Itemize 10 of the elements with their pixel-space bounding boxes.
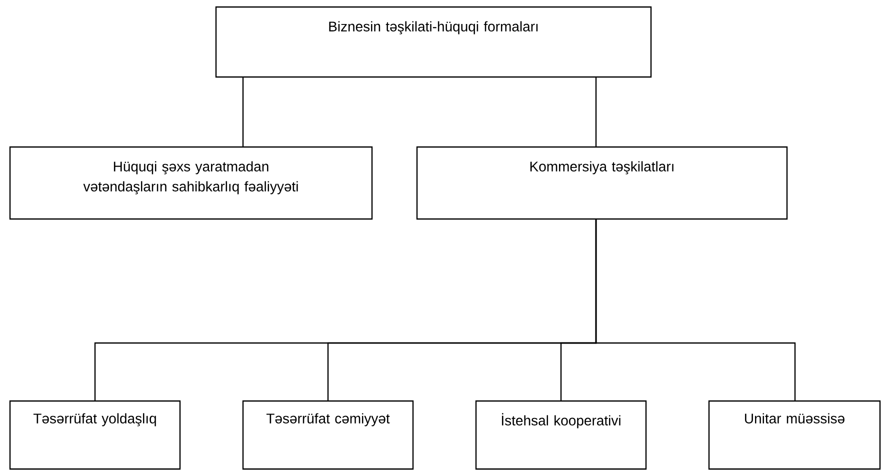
type-box: Unitar müəssisə	[708, 400, 881, 470]
category-box: Kommersiya təşkilatları	[416, 146, 788, 220]
connector-line	[595, 219, 796, 401]
type-box: İstehsal kooperativi	[475, 400, 647, 470]
category-box: Hüquqi şəxs yaratmadan vətəndaşların sahibkarlıq fəaliyyəti	[9, 146, 373, 220]
title-box: Biznesin təşkilati-hüquqi formaları	[215, 6, 652, 78]
connector-line	[595, 77, 597, 147]
type-box: Təsərrüfat cəmiyyət	[242, 400, 414, 470]
connector-line	[242, 77, 244, 147]
type-box: Təsərrüfat yoldaşlıq	[9, 400, 181, 470]
